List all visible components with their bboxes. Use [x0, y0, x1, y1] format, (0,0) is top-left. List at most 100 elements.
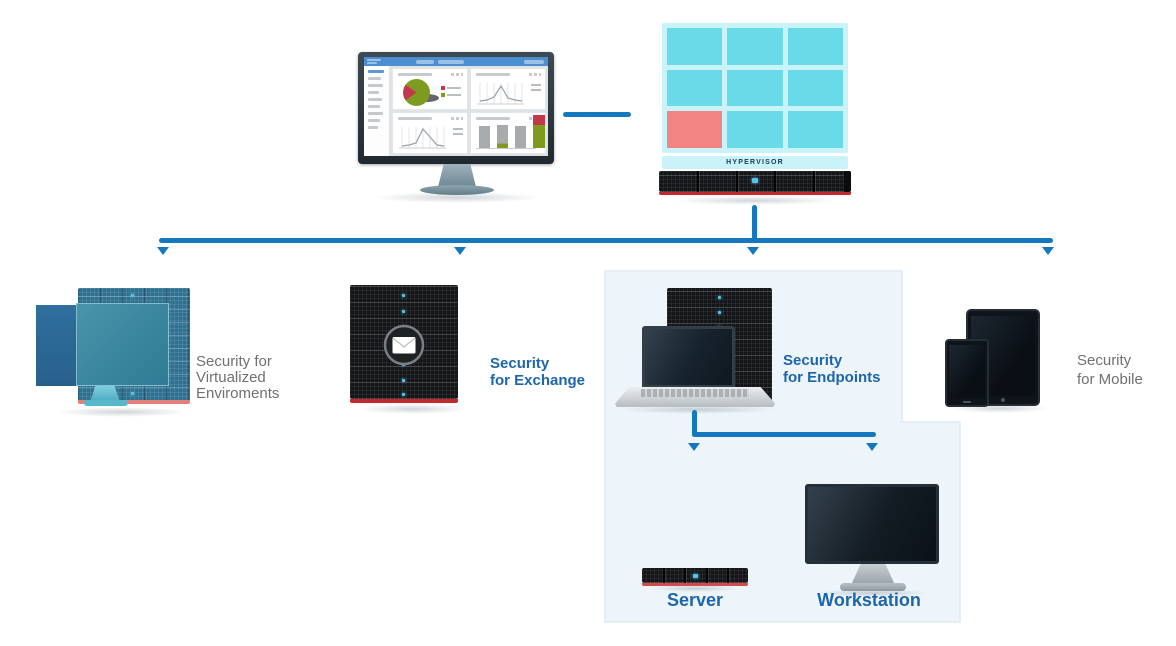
server-shadow: [650, 585, 740, 592]
mail-envelope-icon: [383, 324, 425, 366]
workstation-monitor-icon: [805, 484, 939, 564]
widget-controls: [529, 73, 541, 76]
bar: [515, 126, 526, 148]
label-line: for Mobile: [1077, 371, 1143, 388]
dashboard-logo: [367, 59, 381, 61]
hypervisor-rack-red-base: [659, 192, 851, 195]
virtualized-shadow: [55, 407, 190, 417]
tablet-home-button: [1001, 398, 1005, 402]
legend-row: [531, 89, 541, 91]
dashboard-grid: [390, 66, 548, 156]
phone-icon: [945, 339, 989, 407]
sidebar-item: [368, 112, 383, 115]
rack-led: [693, 574, 698, 578]
label-exchange: Security for Exchange: [490, 355, 620, 389]
rack-led: [131, 392, 134, 395]
vm-tile: [667, 69, 723, 107]
laptop-base: [615, 387, 775, 407]
dashboard-tab-2: [438, 59, 464, 64]
laptop-shadow: [618, 405, 776, 414]
rack-divider: [684, 568, 687, 583]
exchange-rack-red-base: [350, 399, 458, 403]
legend-row: [531, 84, 541, 86]
widget-controls: [451, 73, 463, 76]
legend-row: [441, 93, 461, 97]
widget-title-bar: [476, 117, 510, 120]
rack-divider: [726, 568, 729, 583]
arrow-down-icon-endpoints: [747, 247, 759, 255]
vm-tile: [727, 69, 783, 107]
rack-led: [718, 296, 721, 299]
hypervisor-rack-shadow: [672, 196, 838, 205]
label-line: Security: [490, 355, 550, 372]
workstation-stand-base: [840, 583, 906, 591]
hypervisor-server-rack-icon: [659, 171, 851, 192]
label-line: Security: [1077, 352, 1132, 369]
label-line: for Endpoints: [783, 369, 881, 386]
line-legend: [453, 125, 463, 135]
rack-divider: [705, 568, 708, 583]
sidebar-item: [368, 70, 384, 73]
label-server: Server: [666, 590, 724, 610]
widget-title-bar: [398, 117, 432, 120]
label-endpoints: Security for Endpoints: [783, 352, 913, 386]
label-virtualized: Security for Virtualized Enviroments: [196, 354, 316, 402]
console-dashboard-monitor-icon: [358, 52, 554, 164]
widget-title-bar: [398, 73, 432, 76]
bar-chart-icon: [479, 115, 545, 148]
bar-widget: [470, 112, 546, 154]
label-line: for Exchange: [490, 372, 586, 389]
vm-tile: [787, 28, 843, 65]
arrow-down-icon-exchange: [454, 247, 466, 255]
line-widget-2: [392, 112, 468, 154]
rack-led: [402, 379, 405, 382]
legend-label-bar: [531, 84, 541, 86]
legend-label-bar: [447, 87, 461, 89]
vm-tile: [727, 111, 783, 148]
rack-divider: [774, 171, 777, 192]
arrow-down-icon-mobile: [1042, 247, 1054, 255]
arrow-down-icon-workstation: [866, 443, 878, 451]
line-chart-icon: [477, 83, 524, 105]
legend-swatch: [441, 86, 445, 90]
laptop-screen: [645, 329, 732, 385]
sidebar-item: [368, 126, 378, 129]
sidebar-item: [368, 119, 380, 122]
rack-divider: [812, 171, 815, 192]
rack-led: [402, 294, 405, 297]
connector-distribution-line: [159, 238, 1053, 243]
line-chart-icon: [399, 127, 446, 149]
label-workstation: Workstation: [817, 590, 921, 610]
laptop-keyboard: [641, 389, 749, 397]
bar: [533, 115, 545, 148]
pie-chart-icon: [403, 79, 430, 106]
rack-divider: [663, 568, 666, 583]
dashboard-tab: [416, 59, 434, 64]
exchange-shadow: [358, 404, 468, 414]
legend-row: [441, 86, 461, 90]
virtualized-rack-red-base: [78, 400, 190, 404]
sidebar-item: [368, 91, 379, 94]
dashboard-header: [364, 57, 548, 66]
sidebar-item: [368, 105, 380, 108]
label-line: Enviroments: [196, 385, 280, 402]
connector-endpoints-branch: [692, 432, 876, 437]
workstation-stand-neck: [851, 564, 895, 585]
vm-tile: [667, 28, 723, 65]
widget-controls: [451, 117, 463, 120]
label-mobile: Security for Mobile: [1077, 351, 1176, 389]
rack-led: [402, 393, 405, 396]
phone-screen: [949, 345, 985, 398]
sidebar-item: [368, 98, 382, 101]
laptop-icon: [642, 326, 735, 387]
widget-title-bar: [476, 73, 510, 76]
console-stand-base: [420, 185, 494, 195]
sidebar-item: [368, 84, 383, 87]
legend-label-bar: [453, 133, 463, 135]
line-widget: [470, 68, 546, 110]
line-legend: [531, 81, 541, 91]
label-line: Security: [783, 352, 843, 369]
rack-led: [718, 311, 721, 314]
rack-led: [752, 178, 758, 183]
